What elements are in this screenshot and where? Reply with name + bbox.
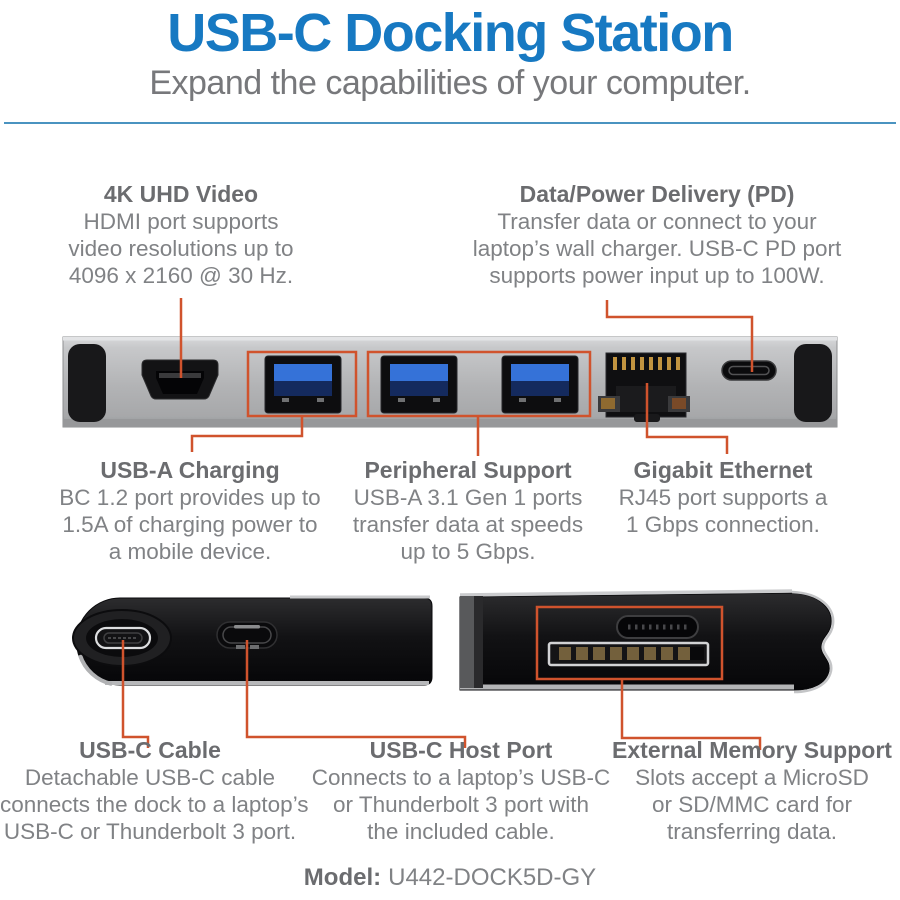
usb-c-cable-plug: [72, 609, 172, 667]
callout-external-memory: External Memory Support Slots accept a M…: [604, 736, 900, 845]
front-callout-lines: [179, 298, 754, 456]
callout-line-text: laptop’s wall charger. USB-C PD port: [472, 236, 842, 261]
callout-usb-a-charging: USB-A Charging BC 1.2 port provides up t…: [50, 456, 330, 565]
callout-line-text: Detachable USB-C cable: [24, 765, 276, 790]
callout-line-text: a mobile device.: [108, 539, 272, 564]
callout-line-text: up to 5 Gbps.: [400, 539, 536, 564]
callout-gigabit-ethernet: Gigabit Ethernet RJ45 port supports a 1 …: [588, 456, 858, 538]
callout-line-text: HDMI port supports: [83, 209, 279, 234]
callout-line-usb-c-host: [245, 640, 467, 748]
callout-line-ethernet: [645, 383, 729, 454]
callout-heading: 4K UHD Video: [103, 181, 259, 207]
callout-line-memory: [620, 679, 762, 750]
callout-line-text: Connects to a laptop’s USB-C: [311, 765, 611, 790]
usb-c-host-port: [216, 621, 278, 649]
callout-line-text: video resolutions up to: [68, 236, 294, 261]
callout-line-text: Transfer data or connect to your: [497, 209, 817, 234]
page-title: USB-C Docking Station: [167, 3, 734, 63]
callout-data-power-delivery: Data/Power Delivery (PD) Transfer data o…: [457, 180, 857, 289]
callout-heading: USB-A Charging: [100, 457, 280, 483]
callout-heading: USB-C Host Port: [369, 737, 553, 763]
left-end-cap: [68, 344, 106, 422]
callout-line-text: or Thunderbolt 3 port with: [333, 792, 589, 817]
callout-heading: External Memory Support: [612, 737, 892, 763]
highlight-box-memory-slots: [535, 605, 724, 681]
callout-heading: USB-C Cable: [79, 737, 221, 763]
callout-usb-c-host-port: USB-C Host Port Connects to a laptop’s U…: [306, 736, 616, 845]
callout-line-text: RJ45 port supports a: [618, 485, 828, 510]
callout-4k-uhd-video: 4K UHD Video HDMI port supports video re…: [56, 180, 306, 289]
callout-line-usb-a-charging: [190, 416, 304, 452]
callout-usb-c-cable: USB-C Cable Detachable USB-C cable conne…: [0, 736, 309, 845]
model-number-line: Model:U442-DOCK5D-GY: [0, 864, 900, 892]
callout-heading: Peripheral Support: [364, 457, 572, 483]
rear-callout-lines: [121, 605, 762, 750]
rear-right-dock-image: [459, 589, 835, 694]
callout-heading: Data/Power Delivery (PD): [519, 181, 795, 207]
rj45-port: [598, 352, 690, 422]
callout-line-text: Slots accept a MicroSD: [635, 765, 869, 790]
callout-line-text: USB-C or Thunderbolt 3 port.: [3, 819, 297, 844]
page-subtitle: Expand the capabilities of your computer…: [149, 64, 751, 102]
front-dock-image: [62, 336, 838, 428]
callout-heading: Gigabit Ethernet: [633, 457, 813, 483]
callout-line-text: supports power input up to 100W.: [489, 263, 825, 288]
callout-line-text: 4096 x 2160 @ 30 Hz.: [68, 263, 294, 288]
right-end-cap: [794, 344, 832, 422]
usb-a-port-2: [501, 355, 579, 414]
callout-line-text: transferring data.: [666, 819, 838, 844]
callout-line-text: 1.5A of charging power to: [62, 512, 318, 537]
usb-a-port-charging: [264, 355, 342, 414]
callout-line-text: 1 Gbps connection.: [626, 512, 820, 537]
callout-line-pd: [605, 300, 754, 372]
callout-line-text: USB-A 3.1 Gen 1 ports: [353, 485, 583, 510]
callout-peripheral-support: Peripheral Support USB-A 3.1 Gen 1 ports…: [328, 456, 608, 565]
callout-line-text: the included cable.: [367, 819, 555, 844]
rear-left-dock-image: [72, 595, 433, 686]
callout-line-usb-c-cable: [121, 640, 150, 748]
hdmi-port: [141, 359, 219, 400]
usb-a-port-1: [380, 355, 458, 414]
usb-c-pd-port: [721, 360, 777, 381]
model-label: Model:: [303, 864, 382, 891]
callout-line-text: connects the dock to a laptop’s: [0, 792, 309, 817]
callout-line-text: BC 1.2 port provides up to: [59, 485, 321, 510]
callout-line-text: transfer data at speeds: [352, 512, 584, 537]
divider-rule: [4, 122, 896, 124]
callout-line-text: or SD/MMC card for: [651, 792, 853, 817]
memory-card-slots: [547, 615, 710, 667]
model-value: U442-DOCK5D-GY: [388, 864, 597, 891]
